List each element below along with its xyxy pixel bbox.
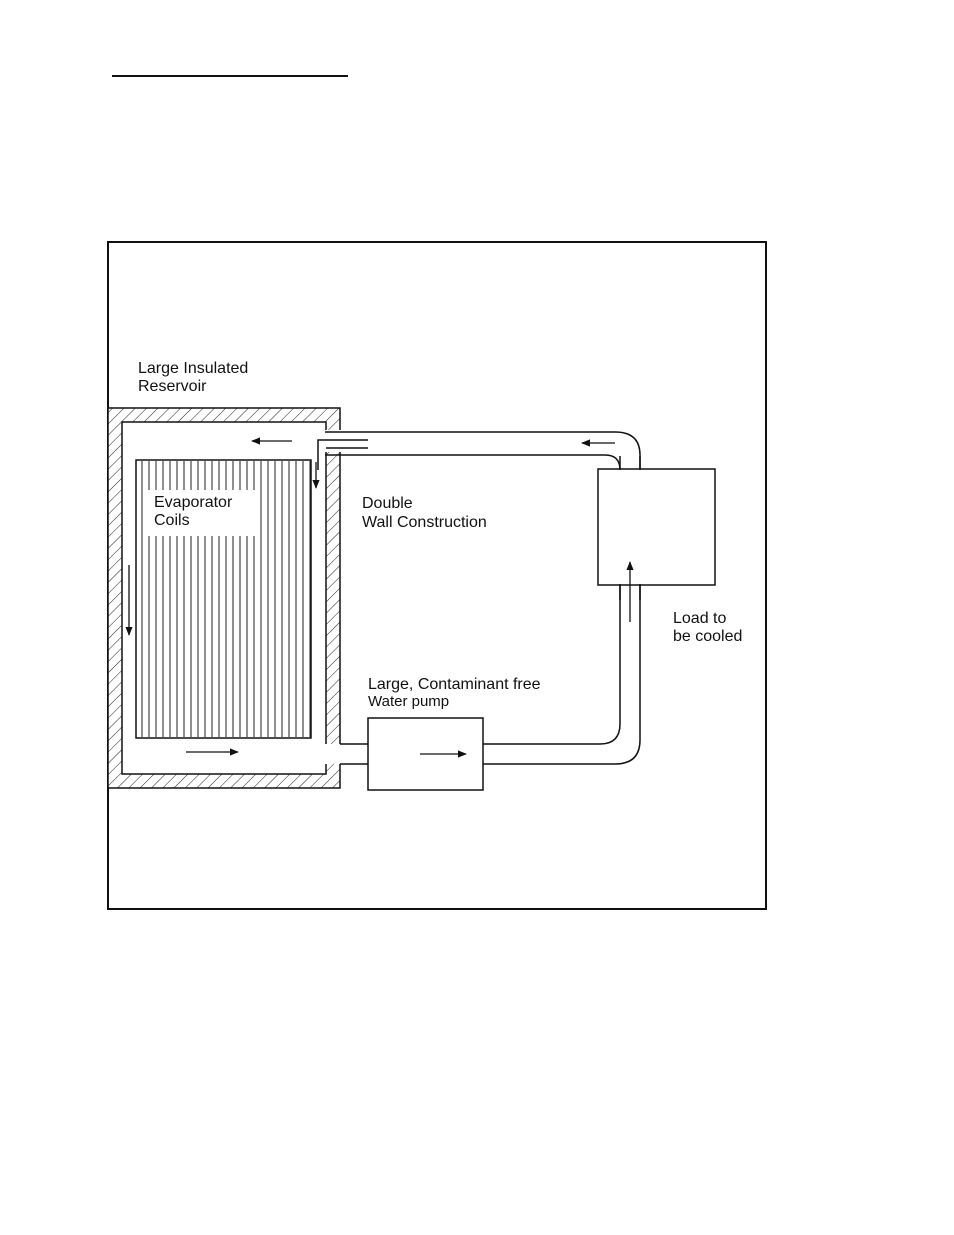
reservoir-label-line1: Large Insulated: [138, 360, 248, 377]
supply-pipe: [325, 432, 640, 764]
reservoir-label-line2: Reservoir: [138, 378, 207, 395]
wall-label-line1: Double: [362, 495, 413, 512]
pump-label-line1: Large, Contaminant free: [368, 676, 541, 693]
wall-label-line2: Wall Construction: [362, 514, 487, 531]
coils-label-line1: Evaporator: [154, 494, 233, 511]
coils-label-line2: Coils: [154, 512, 190, 529]
pump-label-line2: Water pump: [368, 693, 449, 710]
load-label-line1: Load to: [673, 610, 726, 627]
load-label-line2: be cooled: [673, 628, 742, 645]
load-heat-exchanger: [598, 469, 715, 585]
